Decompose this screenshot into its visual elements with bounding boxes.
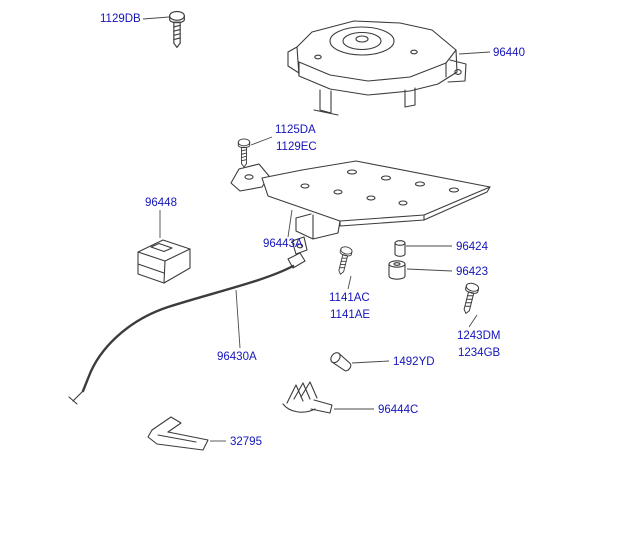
spacer-96424-drawing: [394, 240, 406, 257]
part-label-96448: 96448: [145, 197, 177, 209]
screw-1125da-drawing: [237, 138, 251, 168]
cable-96430a-drawing: [68, 252, 306, 405]
part-label-1129ec: 1129EC: [276, 141, 317, 153]
part-label-1129db: 1129DB: [100, 13, 141, 25]
actuator-96440-drawing: [287, 20, 467, 116]
part-label-96430a: 96430A: [217, 351, 257, 363]
screw-1243dm-drawing: [459, 281, 480, 316]
grommet-1492yd-drawing: [330, 352, 352, 372]
part-label-96440: 96440: [493, 47, 525, 59]
part-label-1492yd: 1492YD: [393, 356, 435, 368]
screw-1129db-drawing: [169, 10, 185, 48]
bushing-96423-drawing: [388, 260, 406, 280]
part-label-96423: 96423: [456, 266, 488, 278]
bracket-96443a-drawing: [230, 160, 491, 255]
clip-96444c-drawing: [282, 381, 333, 414]
part-label-1125da: 1125DA: [275, 124, 316, 136]
part-label-96424: 96424: [456, 241, 489, 253]
part-label-32795: 32795: [230, 436, 262, 448]
screw-1141ac-drawing: [334, 245, 354, 277]
part-label-1141ae: 1141AE: [330, 309, 370, 321]
part-label-1141ac: 1141AC: [329, 292, 370, 304]
part-label-1234gb: 1234GB: [458, 347, 501, 359]
clip-96448-drawing: [137, 239, 191, 284]
leader-lines: [142, 16, 491, 442]
part-label-1243dm: 1243DM: [457, 330, 500, 342]
part-label-96444c: 96444C: [378, 404, 418, 416]
bracket-32795-drawing: [147, 416, 209, 451]
part-label-96443a: 96443A: [263, 238, 303, 250]
